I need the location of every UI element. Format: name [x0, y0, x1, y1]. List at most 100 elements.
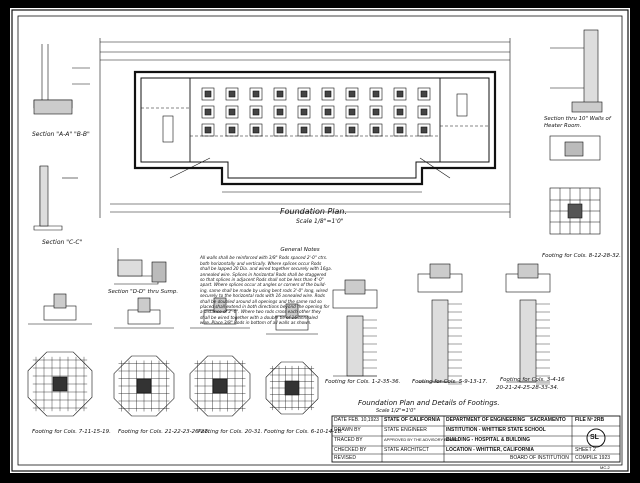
footing-7-11-15-19-drawing [27, 293, 93, 417]
footing-label-8-32: Footing for Cols. 8-12-28-32. [542, 253, 621, 259]
plan-column-footing [321, 105, 335, 119]
section-heater-drawing [550, 29, 603, 113]
plan-column-footing [249, 87, 263, 101]
footing-label-21-27: Footing for Cols. 21-22-23-26-27. [118, 429, 210, 435]
section-dd-drawing [114, 248, 167, 285]
plan-column-footing [393, 105, 407, 119]
tb-department: DEPARTMENT OF ENGINEERING [446, 417, 526, 423]
general-notes-line: shall be lapped 20 Dia. and wired togeth… [200, 266, 333, 272]
tb-sheet-no: SHEET 2 [575, 447, 596, 453]
plan-column-footing [345, 87, 359, 101]
plan-column-footing [273, 123, 287, 137]
sheet-code: MC-2 [600, 465, 610, 470]
plan-column-footing [297, 105, 311, 119]
plan-column-footing [273, 105, 287, 119]
general-notes-line: annealed wire. Splices in horizontal Rod… [200, 271, 327, 277]
section-cc-label: Section "C-C" [42, 239, 83, 246]
tb-revised: REVISED [334, 455, 356, 461]
tb-drawn-by: DRAWN BY [334, 427, 361, 433]
tb-approved: APPROVED BY THE ADVISORY BOARD [384, 437, 459, 442]
section-dd-label: Section "D-D" thru Sump. [108, 289, 179, 295]
plan-column-footing [225, 123, 239, 137]
plan-column-footing [369, 87, 383, 101]
tb-checked-by: CHECKED BY [334, 447, 367, 453]
foundation-plan-title: Foundation Plan. [280, 207, 348, 216]
plan-column-footing [393, 87, 407, 101]
general-notes-heading: General Notes [280, 247, 320, 253]
tb-institution: INSTITUTION - WHITTIER STATE SCHOOL [446, 427, 546, 433]
footing-label-20-34: 20-21-24-25-28-33-34. [496, 385, 559, 391]
general-notes-line: placed shall extend in both directions b… [200, 304, 330, 310]
footing-6-18-drawing [265, 303, 319, 415]
tb-board: BOARD OF INSTITUTION [510, 455, 569, 461]
tb-engineer: STATE ENGINEER [384, 427, 427, 433]
inner-border [17, 15, 623, 466]
tb-location: LOCATION - WHITTIER, CALIFORNIA [446, 447, 534, 453]
plan-column-footing [345, 105, 359, 119]
footing-5-9-13-17-drawing [417, 263, 463, 385]
tb-city: SACRAMENTO [530, 417, 566, 423]
tb-file-no: FILE Nº 2RB [575, 417, 605, 423]
footing-label-1-36: Footing for Cols. 1-2-35-36. [325, 379, 401, 385]
plan-column-footing [417, 105, 431, 119]
general-notes-line: securely to the horizontal rods with 16 … [200, 293, 325, 299]
footing-label-3-4-16: Footing for Cols. 3-4-16 [500, 377, 565, 383]
general-notes-line: shall be wired together with a double ti… [200, 314, 318, 320]
tb-traced-by: TRACED BY [334, 437, 363, 443]
footings-title: Foundation Plan and Details of Footings. [358, 399, 500, 407]
general-notes-line: ing, same shall be made by using bent ro… [200, 287, 328, 293]
footings-scale: Scale 1/2"=1'0" [376, 408, 416, 414]
plan-column-footing [321, 123, 335, 137]
section-cc-drawing [33, 165, 78, 231]
plan-column-footing [201, 105, 215, 119]
general-notes-line: both horizontally and vertically. Where … [200, 260, 322, 266]
tb-state: STATE OF CALIFORNIA [384, 417, 441, 423]
general-notes-line: apart. Where splices occur at angles or … [200, 282, 326, 288]
plan-column-footing [369, 123, 383, 137]
section-heater-label: Section thru 10" Walls of Heater Room. [544, 116, 611, 129]
footing-label-20-31: Footing for Cols. 20-31. [198, 429, 263, 435]
general-notes-line: a distance of 2'-6". Where two rods cros… [200, 309, 321, 315]
plan-column-footing [225, 105, 239, 119]
drawing-linework [11, 9, 629, 472]
plan-column-footing [201, 87, 215, 101]
tb-logo: SL [590, 434, 599, 441]
plan-column-footing [417, 123, 431, 137]
plan-column-footing [297, 123, 311, 137]
general-notes: General Notes All walls shall be reinfor… [200, 247, 400, 326]
footing-details [27, 263, 551, 417]
general-notes-line: wire. Place 3/8" Rods in bottom of all w… [200, 320, 312, 326]
plan-column-footing [345, 123, 359, 137]
general-notes-line: All walls shall be reinforced with 3/8" … [200, 255, 328, 261]
plan-column-footing [249, 105, 263, 119]
plan-column-footing [273, 87, 287, 101]
title-block-frame [331, 415, 621, 463]
footing-3-4-16-drawing [505, 263, 551, 385]
tb-architect: STATE ARCHITECT [384, 447, 430, 453]
general-notes-line: so that splices in adjacent Rods shall n… [200, 277, 324, 283]
section-aa-bb-drawing [33, 44, 90, 115]
foundation-plan [99, 38, 511, 218]
section-aa-bb-label: Section "A-A" "B-B" [32, 131, 90, 138]
tb-compiled: COMPILE 1923 [575, 455, 611, 461]
plan-column-footing [225, 87, 239, 101]
footing-label-6-18: Footing for Cols. 6-10-14-18. [264, 429, 343, 435]
tb-date: DATE FEB. 10,1923 [334, 417, 379, 423]
footing-label-7-11: Footing for Cols. 7-11-15-19. [32, 429, 111, 435]
plan-column-footing [417, 87, 431, 101]
drawing-sheet: Foundation Plan. Scale 1/8"=1'0" Section… [10, 8, 630, 473]
general-notes-body: All walls shall be reinforced with 3/8" … [200, 255, 400, 325]
plan-column-footings [201, 87, 431, 137]
plan-column-footing [321, 87, 335, 101]
plan-column-footing [249, 123, 263, 137]
foundation-plan-scale: Scale 1/8"=1'0" [296, 218, 344, 225]
footing-label-5-17: Footing for Cols. 5-9-13-17. [412, 379, 488, 385]
plan-column-footing [393, 123, 407, 137]
general-notes-line: shall be doubled around all openings and… [200, 298, 322, 304]
footing-1-2-35-36-drawing [332, 279, 378, 377]
outer-border [11, 9, 629, 472]
footing-20-31-drawing [189, 297, 251, 417]
plan-column-footing [369, 105, 383, 119]
plan-column-footing [201, 123, 215, 137]
tb-building: BUILDING - HOSPITAL & BUILDING [446, 437, 530, 443]
